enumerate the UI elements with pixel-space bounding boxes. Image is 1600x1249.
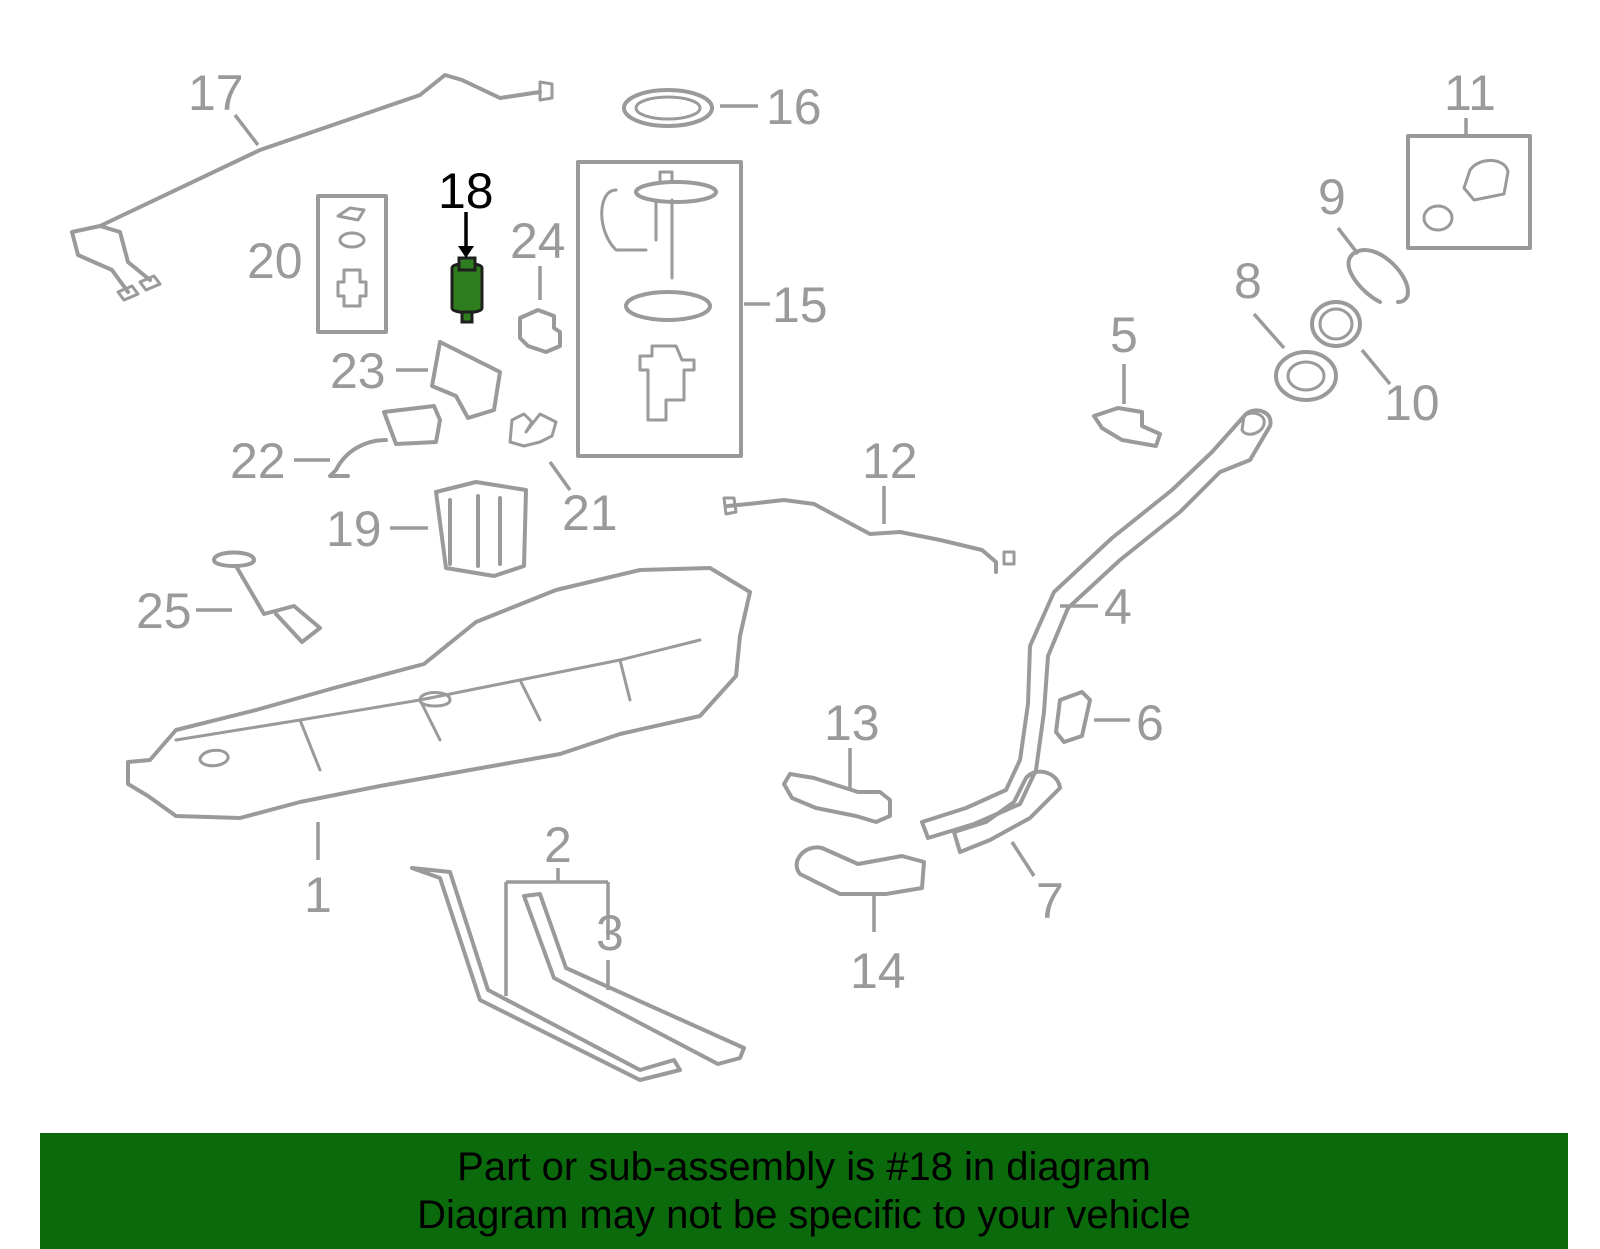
callout-9: 9 xyxy=(1318,169,1346,225)
part-24-connector[interactable] xyxy=(518,308,562,354)
callout-23: 23 xyxy=(330,343,386,399)
part-2-strap[interactable] xyxy=(410,866,682,1082)
part-25-gauge[interactable] xyxy=(212,550,322,644)
callout-2: 2 xyxy=(544,817,572,873)
part-23-filter[interactable] xyxy=(430,340,502,420)
callout-6: 6 xyxy=(1136,695,1164,751)
callout-16: 16 xyxy=(766,79,822,135)
callout-13: 13 xyxy=(824,695,880,751)
callout-25: 25 xyxy=(136,583,192,639)
callout-15: 15 xyxy=(772,277,828,333)
callout-18: 18 xyxy=(438,163,494,219)
callout-14: 14 xyxy=(850,943,906,999)
callout-7: 7 xyxy=(1036,873,1064,929)
banner-disclaimer: Diagram may not be specific to your vehi… xyxy=(417,1193,1191,1237)
callout-3: 3 xyxy=(596,905,624,961)
callout-5: 5 xyxy=(1110,307,1138,363)
callout-17: 17 xyxy=(188,65,244,121)
callout-1: 1 xyxy=(304,867,332,923)
callout-22: 22 xyxy=(230,433,286,489)
part-22-sender[interactable] xyxy=(328,404,442,478)
part-4-filler-pipe[interactable] xyxy=(920,408,1273,840)
callout-8: 8 xyxy=(1234,253,1262,309)
part-8-seal[interactable] xyxy=(1274,350,1338,402)
leader-8 xyxy=(1252,312,1286,350)
part-7-hose[interactable] xyxy=(952,769,1062,854)
arrowhead-18 xyxy=(458,246,474,258)
part-11-cap[interactable] xyxy=(1406,134,1532,250)
part-12-pipe[interactable] xyxy=(722,496,1016,574)
callout-19: 19 xyxy=(326,501,382,557)
leader-9 xyxy=(1336,226,1360,256)
leader-2 xyxy=(504,868,610,996)
callout-11: 11 xyxy=(1444,65,1496,121)
part-18-fuel-pump[interactable] xyxy=(450,256,484,324)
part-5-clip[interactable] xyxy=(1092,406,1162,448)
leader-21 xyxy=(548,460,572,492)
part-10-oring[interactable] xyxy=(1310,300,1362,348)
callout-10: 10 xyxy=(1384,375,1440,431)
part-1-fuel-tank[interactable] xyxy=(126,566,752,820)
leader-17 xyxy=(233,113,260,147)
info-banner: Part or sub-assembly is #18 in diagram D… xyxy=(40,1133,1568,1249)
banner-part-note: Part or sub-assembly is #18 in diagram xyxy=(457,1145,1151,1189)
callout-12: 12 xyxy=(862,433,918,489)
part-20-kit[interactable] xyxy=(316,194,388,334)
callout-24: 24 xyxy=(510,213,566,269)
callout-20: 20 xyxy=(247,233,303,289)
part-13-hose[interactable] xyxy=(782,772,892,824)
part-17-vapor-line[interactable] xyxy=(70,73,554,302)
callout-21: 21 xyxy=(562,485,618,541)
parts-diagram: 17 16 20 18 24 15 23 xyxy=(70,65,1532,1082)
callout-4: 4 xyxy=(1104,579,1132,635)
part-9-ring[interactable] xyxy=(1346,248,1410,304)
leader-7 xyxy=(1010,841,1036,877)
part-14-hose[interactable] xyxy=(794,845,926,896)
part-16-gasket[interactable] xyxy=(622,88,714,128)
part-19-reservoir[interactable] xyxy=(434,480,528,578)
part-15-pump-module[interactable] xyxy=(576,160,743,458)
part-21-wiring[interactable] xyxy=(508,412,558,448)
part-6-bracket[interactable] xyxy=(1054,690,1092,744)
part-3-strap[interactable] xyxy=(522,892,746,1066)
leader-10 xyxy=(1360,348,1392,386)
